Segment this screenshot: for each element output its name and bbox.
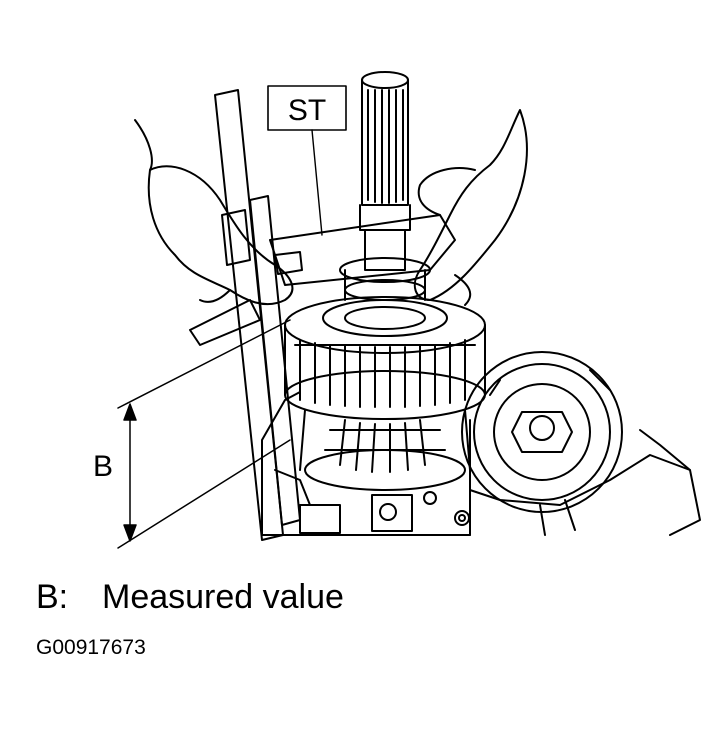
dimension-b-label: B: [93, 450, 113, 483]
transmission-case: [261, 391, 701, 536]
dimension-b: [117, 319, 291, 549]
right-hand: [413, 109, 528, 306]
main-shaft: [339, 71, 431, 301]
depth-gauge: [189, 89, 301, 541]
countershaft-gear: [461, 351, 623, 513]
gearbox-measurement-illustration: ST B: [93, 71, 701, 549]
gear-stack: [284, 296, 486, 491]
figure-code: G00917673: [36, 636, 146, 659]
left-hand: [134, 119, 294, 306]
st-label: ST: [288, 94, 326, 127]
legend-caption: B: Measured value: [36, 578, 344, 617]
legend-key: B:: [36, 578, 69, 616]
legend-description: Measured value: [102, 578, 344, 616]
st-callout: [267, 85, 347, 236]
special-tool: [269, 214, 456, 286]
